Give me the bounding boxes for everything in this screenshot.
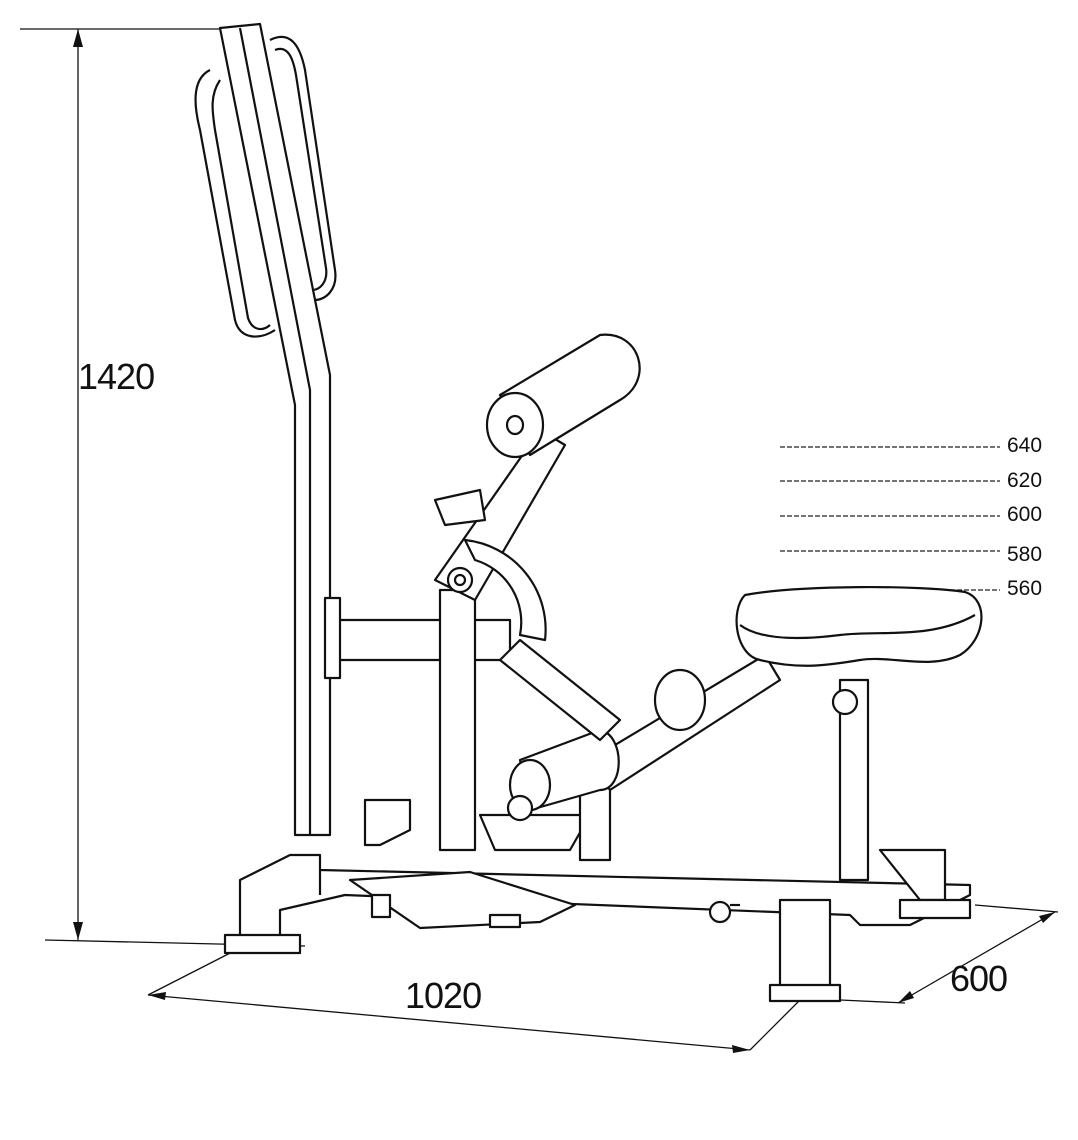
back-post — [194, 22, 337, 837]
width-dimension-line — [147, 947, 801, 1053]
depth-dimension-line — [839, 904, 1059, 1004]
upper-roller-arm — [433, 333, 641, 642]
width-dimension-label: 1020 — [405, 975, 482, 1016]
lower-roller-arm — [498, 638, 859, 924]
seat-level-560: 560 — [1007, 577, 1043, 600]
depth-dimension-label: 600 — [950, 958, 1008, 999]
height-dimension-label: 1420 — [78, 356, 155, 397]
seat-level-620: 620 — [1007, 469, 1043, 492]
seat — [735, 585, 983, 667]
foot-plate — [348, 813, 592, 930]
seat-level-580: 580 — [1007, 543, 1043, 566]
seat-level-lines — [780, 446, 1000, 591]
seat-level-600: 600 — [1007, 503, 1043, 526]
seat-level-640: 640 — [1007, 434, 1043, 457]
